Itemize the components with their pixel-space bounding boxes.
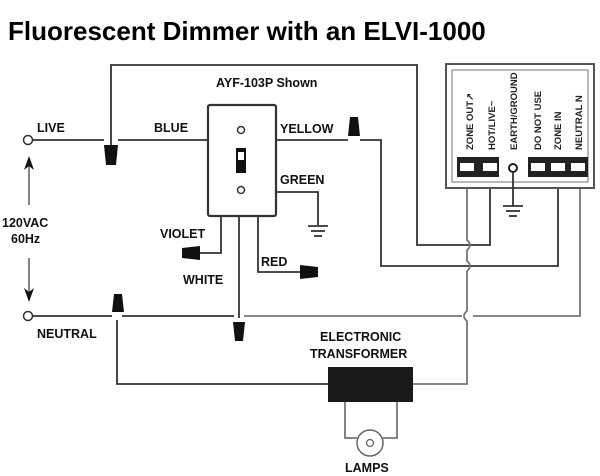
neutral-label: NEUTRAL: [37, 327, 97, 341]
yellow-label: YELLOW: [280, 122, 334, 136]
terminal-hot-live: HOT/LIVE~: [487, 100, 498, 150]
terminal-earth-ground: EARTH/GROUND: [509, 72, 520, 150]
violet-wire-nut: [182, 246, 200, 260]
switch-model-label: AYF-103P Shown: [216, 76, 317, 90]
electronic-transformer: [328, 367, 413, 402]
white-label: WHITE: [183, 273, 223, 287]
live-label: LIVE: [37, 121, 65, 135]
yellow-wire-nut: [348, 117, 360, 136]
elvi-1000-module: [445, 63, 595, 189]
violet-label: VIOLET: [160, 227, 206, 241]
neutral-terminal: [22, 310, 34, 322]
voltage-arrow-up: [24, 156, 34, 205]
live-terminal: [22, 134, 34, 146]
wire-neutral-to-module: [244, 172, 581, 317]
wire-red: [257, 216, 300, 273]
ground-symbol-switch: [308, 225, 328, 237]
terminal-zone-out: ZONE OUT↗: [465, 93, 476, 150]
neutral-wire-nut: [112, 294, 124, 312]
frequency-label: 60Hz: [11, 232, 40, 246]
wire-green: [276, 191, 319, 225]
red-label: RED: [261, 255, 287, 269]
wire-violet: [200, 216, 222, 254]
voltage-label: 120VAC: [2, 216, 48, 230]
blue-label: BLUE: [154, 121, 188, 135]
voltage-arrow-down: [24, 258, 34, 302]
wire-transformer-neutral: [116, 320, 328, 385]
terminal-neutral: NEUTRAL N: [574, 95, 585, 150]
toggle-icon: [236, 148, 246, 173]
lamp-icon: [356, 429, 384, 457]
red-wire-nut: [300, 265, 318, 279]
live-wire-nut: [104, 145, 118, 165]
terminal-zone-in: ZONE IN: [553, 111, 564, 150]
wire-lamp: [344, 402, 398, 439]
terminal-do-not-use: DO NOT USE: [533, 91, 544, 150]
lamps-label: LAMPS: [345, 461, 389, 475]
wire-yellow-to-zone-in: [360, 139, 559, 267]
white-wire-nut: [233, 322, 245, 341]
wire-zone-out: [413, 172, 471, 385]
earth-terminal-icon: [508, 163, 518, 173]
transformer-label-line1: ELECTRONIC: [320, 330, 401, 344]
ground-symbol-module: [503, 205, 523, 217]
screw-icon: [236, 185, 246, 195]
diagram-title: Fluorescent Dimmer with an ELVI-1000: [8, 16, 486, 46]
green-label: GREEN: [280, 173, 324, 187]
dimmer-switch: [206, 103, 278, 218]
transformer-label-line2: TRANSFORMER: [310, 347, 407, 361]
wire-live-to-module: [110, 64, 491, 246]
screw-icon: [236, 125, 246, 135]
